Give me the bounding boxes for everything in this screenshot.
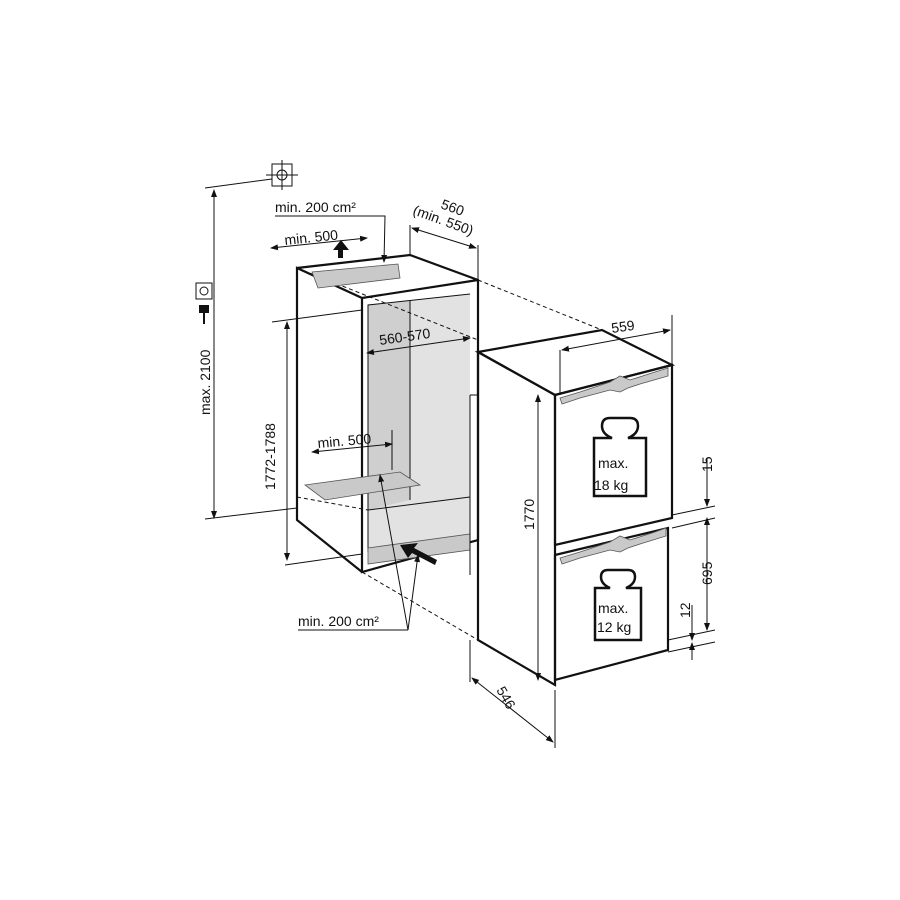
upper-load-line1: max. bbox=[598, 455, 628, 471]
niche-depth-dimension bbox=[411, 227, 477, 249]
water-connection-icon bbox=[266, 160, 298, 190]
max-height-label: max. 2100 bbox=[197, 349, 213, 415]
appliance-depth-label: 546 bbox=[493, 684, 519, 712]
niche-depth-label: 560 bbox=[439, 196, 467, 219]
lower-load-line1: max. bbox=[598, 600, 628, 616]
lower-door bbox=[553, 526, 670, 682]
top-vent-width-dimension bbox=[270, 235, 368, 251]
weight-icon: max. 18 kg bbox=[592, 416, 648, 498]
door-gap-bottom-label: 12 bbox=[677, 602, 693, 618]
power-socket-icon bbox=[195, 282, 213, 300]
appliance-width-dimension bbox=[561, 328, 671, 352]
installation-niche bbox=[295, 253, 480, 574]
door-gap-top-label: 15 bbox=[699, 456, 715, 472]
max-height-top-reference-line bbox=[204, 178, 273, 189]
door-handle bbox=[559, 527, 667, 565]
niche-height-label: 1772-1788 bbox=[262, 423, 278, 490]
bottom-vent-width-label: min. 500 bbox=[317, 430, 372, 451]
projection-line bbox=[477, 279, 603, 331]
upper-load-line2: 18 kg bbox=[594, 477, 628, 493]
projection-line bbox=[361, 571, 479, 641]
lower-door-height-label: 695 bbox=[699, 561, 715, 585]
airflow-arrow-icon bbox=[333, 240, 349, 258]
appliance-height-label: 1770 bbox=[521, 499, 537, 530]
bottom-vent-width-dimension bbox=[311, 441, 393, 455]
floor-reference-line bbox=[204, 507, 298, 520]
bottom-rear-vent bbox=[303, 471, 422, 501]
top-vent-width-label: min. 500 bbox=[284, 226, 339, 248]
appliance-width-label: 559 bbox=[610, 317, 636, 336]
niche-width-dimension bbox=[366, 336, 471, 355]
weight-icon: max. 12 kg bbox=[593, 568, 643, 642]
bottom-vent-area-label: min. 200 cm² bbox=[298, 613, 379, 629]
door-handle bbox=[559, 367, 669, 405]
lower-load-line2: 12 kg bbox=[597, 619, 631, 635]
upper-door bbox=[553, 363, 674, 547]
top-vent-opening bbox=[311, 263, 401, 289]
appliance-depth-dimension bbox=[471, 677, 554, 743]
power-plug-icon bbox=[199, 305, 209, 324]
airflow-arrow-icon bbox=[400, 543, 437, 565]
top-vent-area-label: min. 200 cm² bbox=[275, 199, 356, 215]
